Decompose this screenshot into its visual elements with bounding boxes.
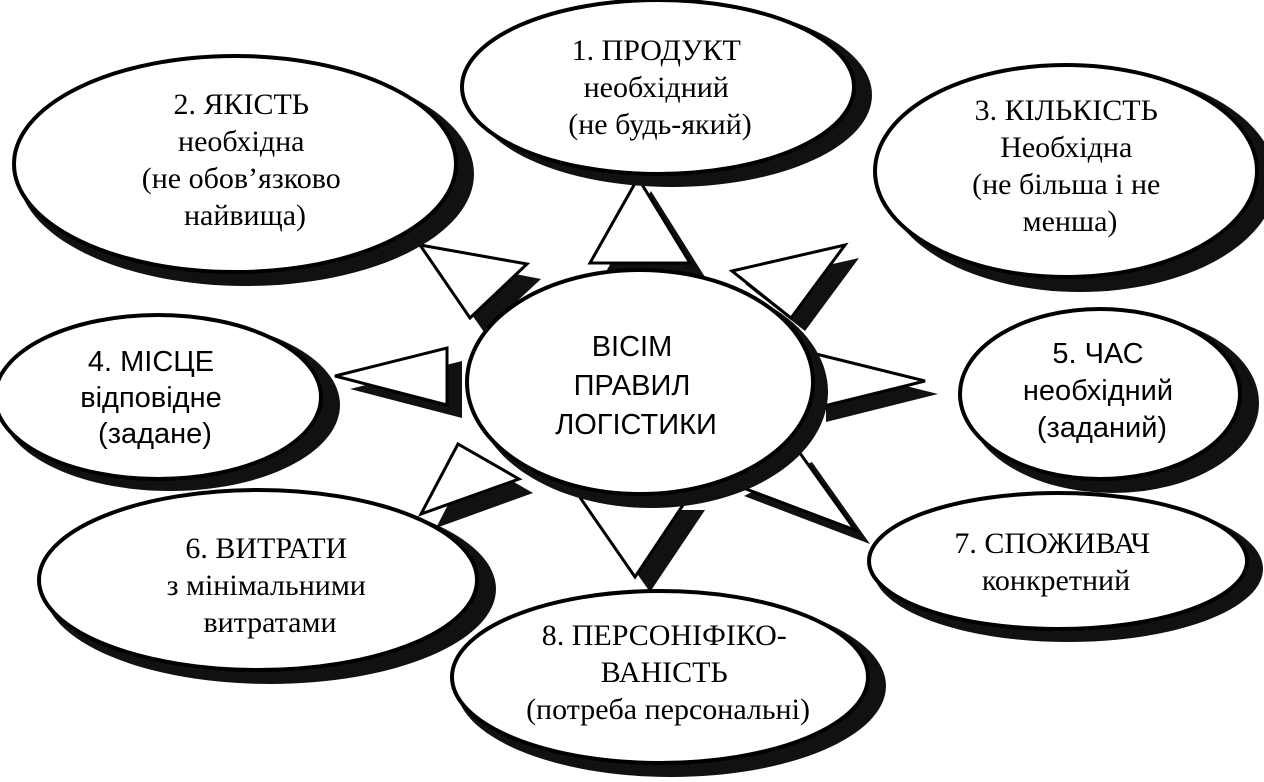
time-title: 5. ЧАС bbox=[1052, 338, 1143, 370]
arrow-to-quantity bbox=[728, 242, 859, 331]
personalization-line-2: ВАНІСТЬ bbox=[601, 656, 728, 689]
arrow-to-place bbox=[334, 346, 462, 418]
costs-title: 6. ВИТРАТИ bbox=[185, 532, 347, 565]
svg-text:1. ПРОДУКТ необхідний: 1. ПРОДУКТ необхідний (не будь-який) bbox=[568, 34, 752, 141]
rule-oval-costs: 6. ВИТРАТИ з мінімальними витратами bbox=[37, 488, 496, 684]
costs-line-3: витратами bbox=[203, 606, 336, 639]
rule-oval-time: 5. ЧАС необхідний (заданий) bbox=[958, 307, 1259, 493]
product-line-2: необхідний bbox=[584, 71, 729, 104]
svg-text:7. СПОЖИВАЧ конкретний: 7. СПОЖИВАЧ конкретний bbox=[954, 527, 1157, 597]
place-title: 4. МІСЦЕ bbox=[88, 346, 214, 378]
svg-text:6. ВИТРАТИ з мінімальним: 6. ВИТРАТИ з мінімальними витратами bbox=[167, 532, 374, 639]
personalization-line-3: (потреба персональні) bbox=[526, 693, 810, 726]
product-title: 1. ПРОДУКТ bbox=[572, 34, 741, 67]
center-line-3: ЛОГІСТИКИ bbox=[555, 409, 717, 441]
time-line-2: необхідний bbox=[1023, 375, 1173, 407]
svg-text:8. ПЕРСОНІФІКО- ВАНІСТЬ: 8. ПЕРСОНІФІКО- ВАНІСТЬ (потреба персона… bbox=[526, 619, 810, 726]
arrow-to-personalization bbox=[576, 494, 705, 592]
svg-text:2. ЯКІСТЬ необхідна: 2. ЯКІСТЬ необхідна (не обов’язково найв… bbox=[142, 88, 348, 232]
quality-line-2: необхідна bbox=[178, 125, 304, 158]
svg-text:4. МІСЦЕ відповідне: 4. МІСЦЕ відповідне (задане) bbox=[80, 346, 230, 450]
personalization-title: 8. ПЕРСОНІФІКО- bbox=[542, 619, 787, 652]
arrow-to-product bbox=[587, 175, 705, 277]
arrow-to-costs bbox=[417, 441, 533, 528]
rule-oval-personalization: 8. ПЕРСОНІФІКО- ВАНІСТЬ (потреба персона… bbox=[450, 589, 886, 777]
rule-oval-consumer: 7. СПОЖИВАЧ конкретний bbox=[867, 491, 1263, 642]
quality-title: 2. ЯКІСТЬ bbox=[173, 88, 309, 121]
quantity-line-4: менша) bbox=[1023, 205, 1118, 238]
product-line-3: (не будь-який) bbox=[568, 108, 752, 141]
rule-oval-quality: 2. ЯКІСТЬ необхідна (не обов’язково найв… bbox=[12, 54, 474, 286]
quality-line-3: (не обов’язково bbox=[142, 162, 341, 195]
arrow-to-quality bbox=[416, 242, 541, 332]
center-title: ВІСІМ ПРАВИЛ ЛОГІСТИКИ bbox=[555, 331, 717, 441]
time-line-3: (заданий) bbox=[1037, 412, 1167, 444]
center-oval: ВІСІМ ПРАВИЛ ЛОГІСТИКИ bbox=[465, 268, 828, 508]
svg-text:5. ЧАС необхідний: 5. ЧАС необхідний (заданий) bbox=[1023, 338, 1181, 444]
arrow-to-time bbox=[810, 351, 938, 422]
center-line-2: ПРАВИЛ bbox=[574, 370, 691, 402]
rule-oval-quantity: 3. КІЛЬКІСТЬ Необхідна (не більша і не м… bbox=[873, 63, 1264, 292]
place-line-3: (задане) bbox=[98, 418, 212, 450]
svg-text:3. КІЛЬКІСТЬ Необхідна: 3. КІЛЬКІСТЬ Необхідна (не більша і не м… bbox=[972, 94, 1168, 238]
quality-line-4: найвища) bbox=[184, 199, 306, 232]
costs-line-2: з мінімальними bbox=[167, 569, 366, 602]
quantity-line-2: Необхідна bbox=[1000, 131, 1132, 164]
center-line-1: ВІСІМ bbox=[592, 331, 673, 363]
consumer-title: 7. СПОЖИВАЧ bbox=[954, 527, 1150, 560]
rule-oval-place: 4. МІСЦЕ відповідне (задане) bbox=[0, 313, 340, 491]
consumer-line-2: конкретний bbox=[982, 564, 1130, 597]
rule-oval-product: 1. ПРОДУКТ необхідний (не будь-який) bbox=[460, 0, 872, 187]
quantity-line-3: (не більша і не bbox=[972, 168, 1160, 201]
place-line-2: відповідне bbox=[80, 382, 222, 414]
quantity-title: 3. КІЛЬКІСТЬ bbox=[975, 94, 1158, 127]
